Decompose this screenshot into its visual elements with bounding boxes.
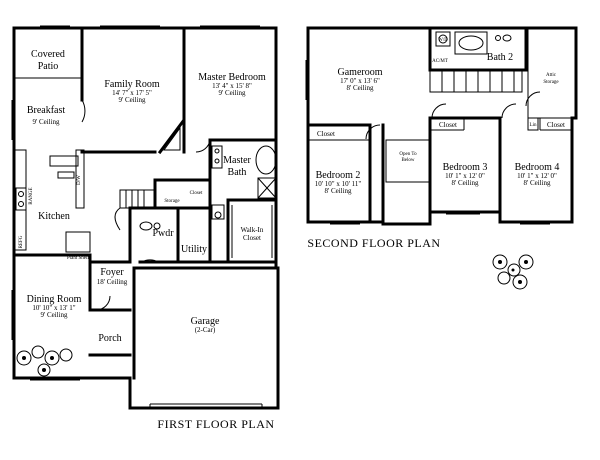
foyer-name: Foyer — [100, 267, 124, 278]
closet-right-label: Closet — [547, 121, 565, 129]
utility-label: Utility — [181, 244, 207, 255]
open-to-below-line1: Open To — [399, 152, 417, 157]
closet-label: Closet — [190, 191, 203, 196]
bedroom2-ceiling: 8' Ceiling — [324, 187, 352, 195]
breakfast-ceiling: 9' Ceiling — [32, 118, 60, 126]
family-room-name: Family Room — [104, 79, 160, 90]
kitchen-name: Kitchen — [38, 211, 70, 222]
walk-in-closet-label-line2: Closet — [243, 234, 261, 242]
walk-in-closet-label-line1: Walk-In — [241, 226, 264, 234]
plant-shelf-label: Plant Shelf — [67, 256, 89, 261]
breakfast-name: Breakfast — [27, 105, 66, 116]
dining-room-name: Dining Room — [27, 294, 82, 305]
second-floor-walls — [305, 26, 578, 226]
range-label: RANGE — [29, 187, 34, 204]
acmt-label: AC/MT — [432, 59, 448, 64]
family-room-dims: 14' 7" x 17' 5" — [112, 89, 152, 97]
open-to-below-line2: Below — [401, 158, 414, 163]
bedroom3-dims: 10' 1" x 12' 0" — [445, 172, 485, 180]
covered-patio-label-line2: Patio — [38, 61, 59, 72]
foyer-ceiling: 18' Ceiling — [97, 278, 128, 286]
refg-label: REFG — [19, 235, 24, 248]
master-bedroom-ceiling: 9' Ceiling — [218, 89, 246, 97]
bedroom4-dims: 10' 1" x 12' 0" — [517, 172, 557, 180]
family-room-ceiling: 9' Ceiling — [118, 96, 146, 104]
attic-storage-label-line2: Storage — [543, 80, 559, 85]
master-bath-label-line1: Master — [223, 155, 251, 166]
gameroom-ceiling: 8' Ceiling — [346, 84, 374, 92]
first-floor-walls — [11, 25, 280, 410]
dining-room-dims: 10' 10" x 13' 1" — [32, 304, 75, 312]
bedroom3-name: Bedroom 3 — [443, 162, 488, 173]
master-bath-label-line2: Bath — [228, 167, 247, 178]
wd-label: W/D — [438, 38, 448, 43]
covered-patio-label-line1: Covered — [31, 49, 65, 60]
first-floor-plan: Covered Patio Family Room 14' 7" x 17' 5… — [11, 25, 280, 431]
lin-label: Lin — [530, 123, 537, 128]
garage-sub: (2-Car) — [195, 326, 216, 334]
bedroom3-ceiling: 8' Ceiling — [451, 179, 479, 187]
landscape-tree-icon — [492, 254, 534, 290]
master-bedroom-dims: 13' 4" x 15' 8" — [212, 82, 252, 90]
dining-room-ceiling: 9' Ceiling — [40, 311, 68, 319]
bedroom4-ceiling: 8' Ceiling — [523, 179, 551, 187]
powder-label: Pwdr — [152, 228, 174, 239]
first-floor-title: FIRST FLOOR PLAN — [157, 417, 274, 431]
gameroom-name: Gameroom — [338, 67, 383, 78]
second-floor-title: SECOND FLOOR PLAN — [307, 236, 440, 250]
closet-left-label: Closet — [317, 130, 335, 138]
landscape-shrubs-icon — [16, 345, 73, 377]
dw-label: D/W — [77, 175, 82, 185]
master-bedroom-name: Master Bedroom — [198, 72, 266, 83]
second-floor-plan: Gameroom 17' 0" x 13' 6" 8' Ceiling Bath… — [305, 26, 578, 290]
bedroom4-name: Bedroom 4 — [515, 162, 560, 173]
garage-name: Garage — [191, 316, 220, 327]
gameroom-dims: 17' 0" x 13' 6" — [340, 77, 380, 85]
porch-label: Porch — [98, 333, 121, 344]
bedroom2-name: Bedroom 2 — [316, 170, 361, 181]
bath2-label: Bath 2 — [487, 52, 513, 63]
bedroom2-dims: 10' 10" x 10' 11" — [315, 180, 362, 188]
storage-label: Storage — [164, 199, 180, 204]
attic-storage-label-line1: Attic — [546, 73, 557, 78]
closet-mid-label: Closet — [439, 121, 457, 129]
